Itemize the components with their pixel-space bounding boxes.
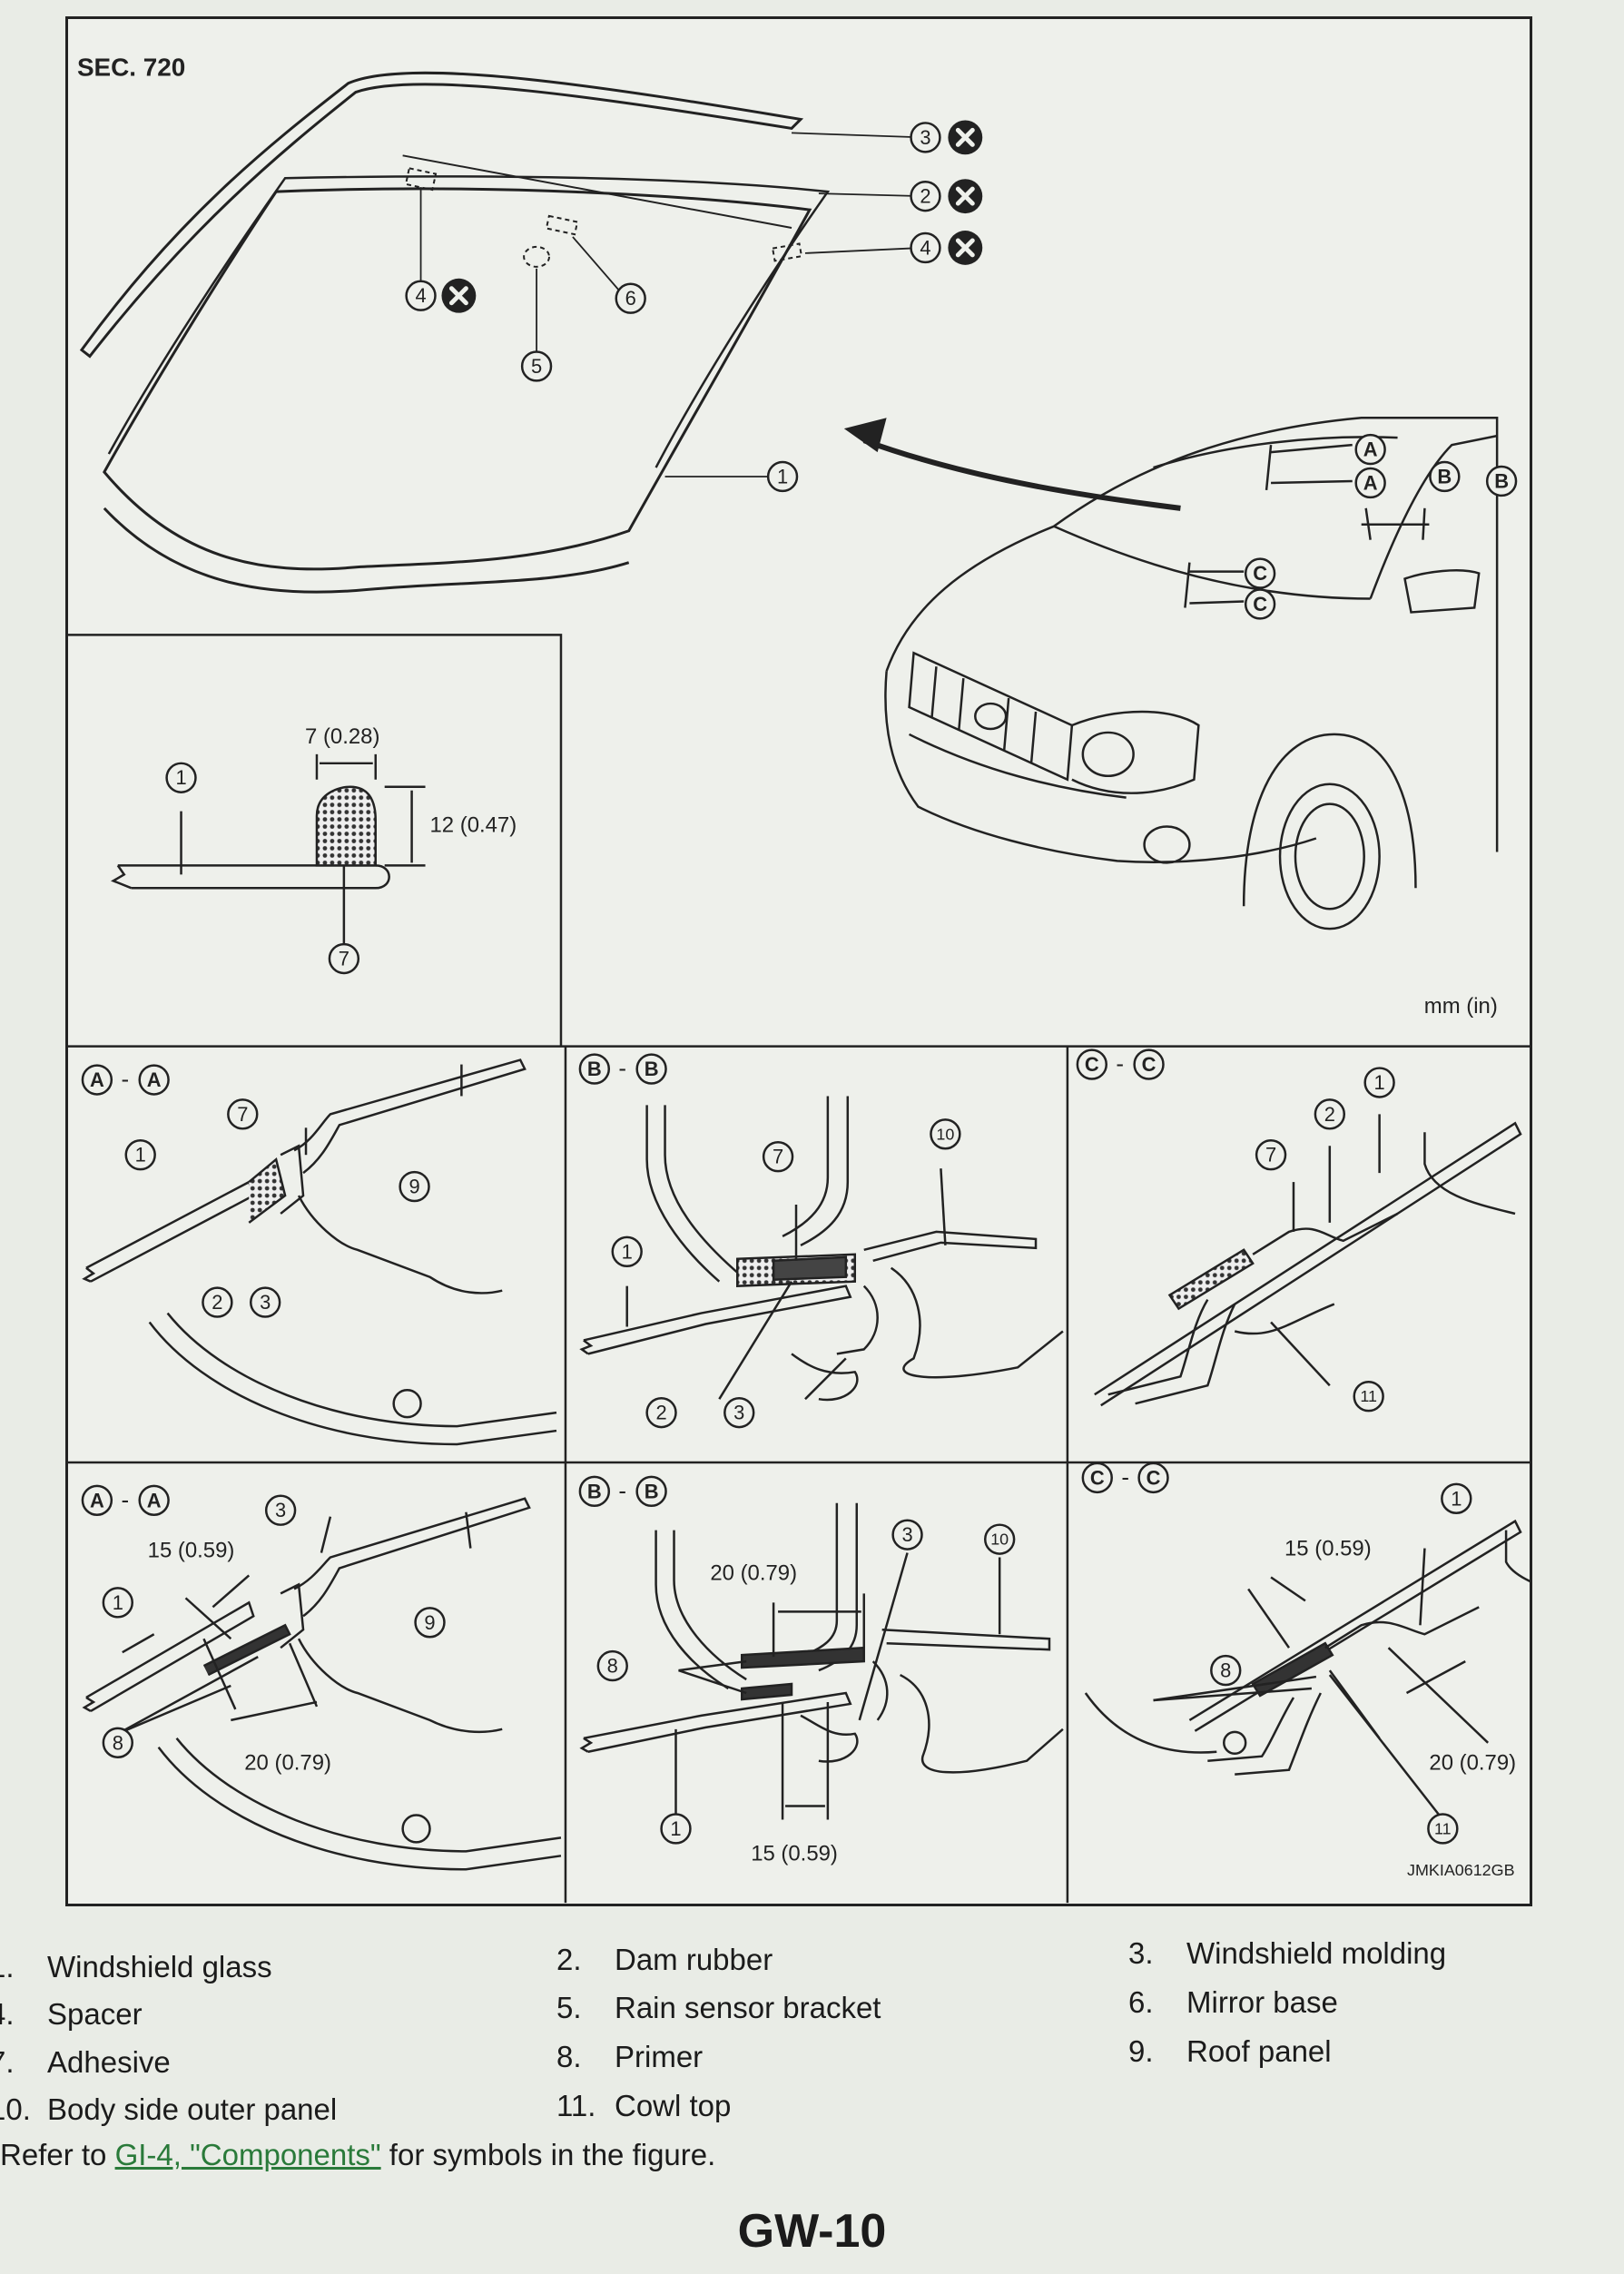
svg-text:A: A — [1363, 438, 1378, 461]
svg-text:10: 10 — [936, 1125, 954, 1143]
svg-text:-: - — [121, 1068, 129, 1093]
svg-text:C: C — [1085, 1053, 1099, 1076]
svg-text:1: 1 — [1451, 1487, 1462, 1510]
legend-item: 5.Rain sensor bracket — [556, 1991, 881, 2024]
parts-legend: 1.Windshield glass 2.Dam rubber 3.Windsh… — [0, 1936, 1624, 2126]
callouts: 3 2 4 4 5 6 1 1 7 7 1 9 2 3 7 10 1 2 3 1… — [102, 122, 1472, 1845]
windshield-figure: SEC. 720 — [65, 16, 1532, 1906]
svg-text:1: 1 — [175, 766, 186, 789]
legend-item: 7.Adhesive — [0, 2045, 171, 2079]
units-label: mm (in) — [1424, 994, 1498, 1019]
dim-bead-height: 12 (0.47) — [430, 813, 517, 838]
svg-text:-: - — [618, 1479, 626, 1504]
svg-text:2: 2 — [1324, 1103, 1335, 1126]
svg-text:-: - — [121, 1488, 129, 1513]
svg-text:8: 8 — [113, 1731, 123, 1754]
svg-text:7: 7 — [1265, 1144, 1276, 1167]
components-link[interactable]: GI-4, "Components" — [114, 2138, 381, 2171]
svg-text:3: 3 — [275, 1499, 286, 1521]
svg-text:1: 1 — [135, 1144, 146, 1167]
refer-note: Refer to GI-4, "Components" for symbols … — [0, 2138, 716, 2171]
svg-text:5: 5 — [531, 355, 542, 378]
legend-item: 3.Windshield molding — [1128, 1936, 1447, 1970]
svg-text:11: 11 — [1434, 1819, 1452, 1837]
legend-item: 9.Roof panel — [1128, 2034, 1332, 2068]
dim-bead-width: 7 (0.28) — [305, 724, 379, 749]
svg-text:A: A — [1363, 471, 1378, 494]
legend-item: 8.Primer — [556, 2040, 704, 2073]
svg-text:C: C — [1147, 1466, 1161, 1489]
legend-item: 4.Spacer — [0, 1997, 143, 2031]
svg-text:C: C — [1142, 1053, 1156, 1076]
svg-text:8: 8 — [1220, 1659, 1231, 1682]
svg-text:3: 3 — [901, 1523, 912, 1546]
svg-text:1: 1 — [622, 1240, 633, 1263]
svg-text:11: 11 — [1360, 1387, 1377, 1405]
legend-item: 11.Cowl top — [556, 2089, 732, 2122]
svg-text:1: 1 — [777, 465, 788, 487]
svg-text:-: - — [1121, 1465, 1129, 1491]
page-number: GW-10 — [737, 2205, 887, 2258]
svg-text:1: 1 — [670, 1817, 681, 1840]
svg-text:1: 1 — [1374, 1071, 1385, 1094]
svg-text:7: 7 — [339, 948, 349, 970]
svg-text:B: B — [1494, 469, 1509, 492]
svg-text:C: C — [1253, 593, 1267, 615]
svg-text:-: - — [1116, 1052, 1124, 1078]
svg-text:B: B — [1437, 465, 1452, 487]
svg-text:-: - — [618, 1057, 626, 1082]
svg-text:A: A — [90, 1489, 104, 1511]
svg-text:A: A — [90, 1068, 104, 1091]
svg-text:A: A — [147, 1489, 162, 1511]
legend-item: 2.Dam rubber — [556, 1943, 773, 1976]
legend-item: 10.Body side outer panel — [0, 2092, 338, 2126]
svg-text:7: 7 — [237, 1103, 248, 1126]
figure-drawing: SEC. 720 — [68, 54, 1530, 1904]
legend-item: 1.Windshield glass — [0, 1950, 272, 1984]
svg-text:10: 10 — [990, 1531, 1009, 1549]
svg-text:3: 3 — [920, 126, 930, 149]
svg-text:2: 2 — [212, 1291, 222, 1314]
svg-text:B: B — [645, 1058, 659, 1080]
svg-text:B: B — [587, 1058, 602, 1080]
svg-text:9: 9 — [424, 1611, 435, 1634]
svg-text:8: 8 — [607, 1655, 618, 1678]
svg-text:C: C — [1253, 562, 1267, 585]
image-code: JMKIA0612GB — [1407, 1861, 1515, 1879]
dim-bb-15: 15 (0.59) — [751, 1841, 838, 1865]
svg-text:A: A — [147, 1068, 162, 1091]
section-marks: A A B B C C A A B B C C A A B B C C - - … — [81, 433, 1518, 1516]
dim-aa-20: 20 (0.79) — [244, 1751, 331, 1776]
dim-cc-20: 20 (0.79) — [1429, 1751, 1516, 1776]
do-not-reuse-icons — [441, 120, 983, 313]
svg-text:2: 2 — [655, 1402, 666, 1424]
svg-text:1: 1 — [113, 1591, 123, 1614]
svg-text:3: 3 — [733, 1402, 744, 1424]
dim-aa-15: 15 (0.59) — [148, 1539, 235, 1563]
legend-item: 6.Mirror base — [1128, 1985, 1338, 2019]
svg-text:C: C — [1090, 1466, 1105, 1489]
svg-text:9: 9 — [408, 1176, 419, 1198]
svg-text:3: 3 — [260, 1291, 271, 1314]
dim-bb-20: 20 (0.79) — [710, 1560, 797, 1585]
svg-text:B: B — [587, 1480, 602, 1502]
svg-text:7: 7 — [773, 1146, 783, 1168]
section-title: SEC. 720 — [77, 54, 185, 82]
svg-text:2: 2 — [920, 185, 930, 208]
svg-text:6: 6 — [625, 287, 636, 310]
dim-cc-15: 15 (0.59) — [1284, 1537, 1372, 1561]
svg-text:B: B — [645, 1480, 659, 1502]
svg-text:4: 4 — [920, 236, 930, 259]
svg-text:4: 4 — [415, 284, 426, 307]
